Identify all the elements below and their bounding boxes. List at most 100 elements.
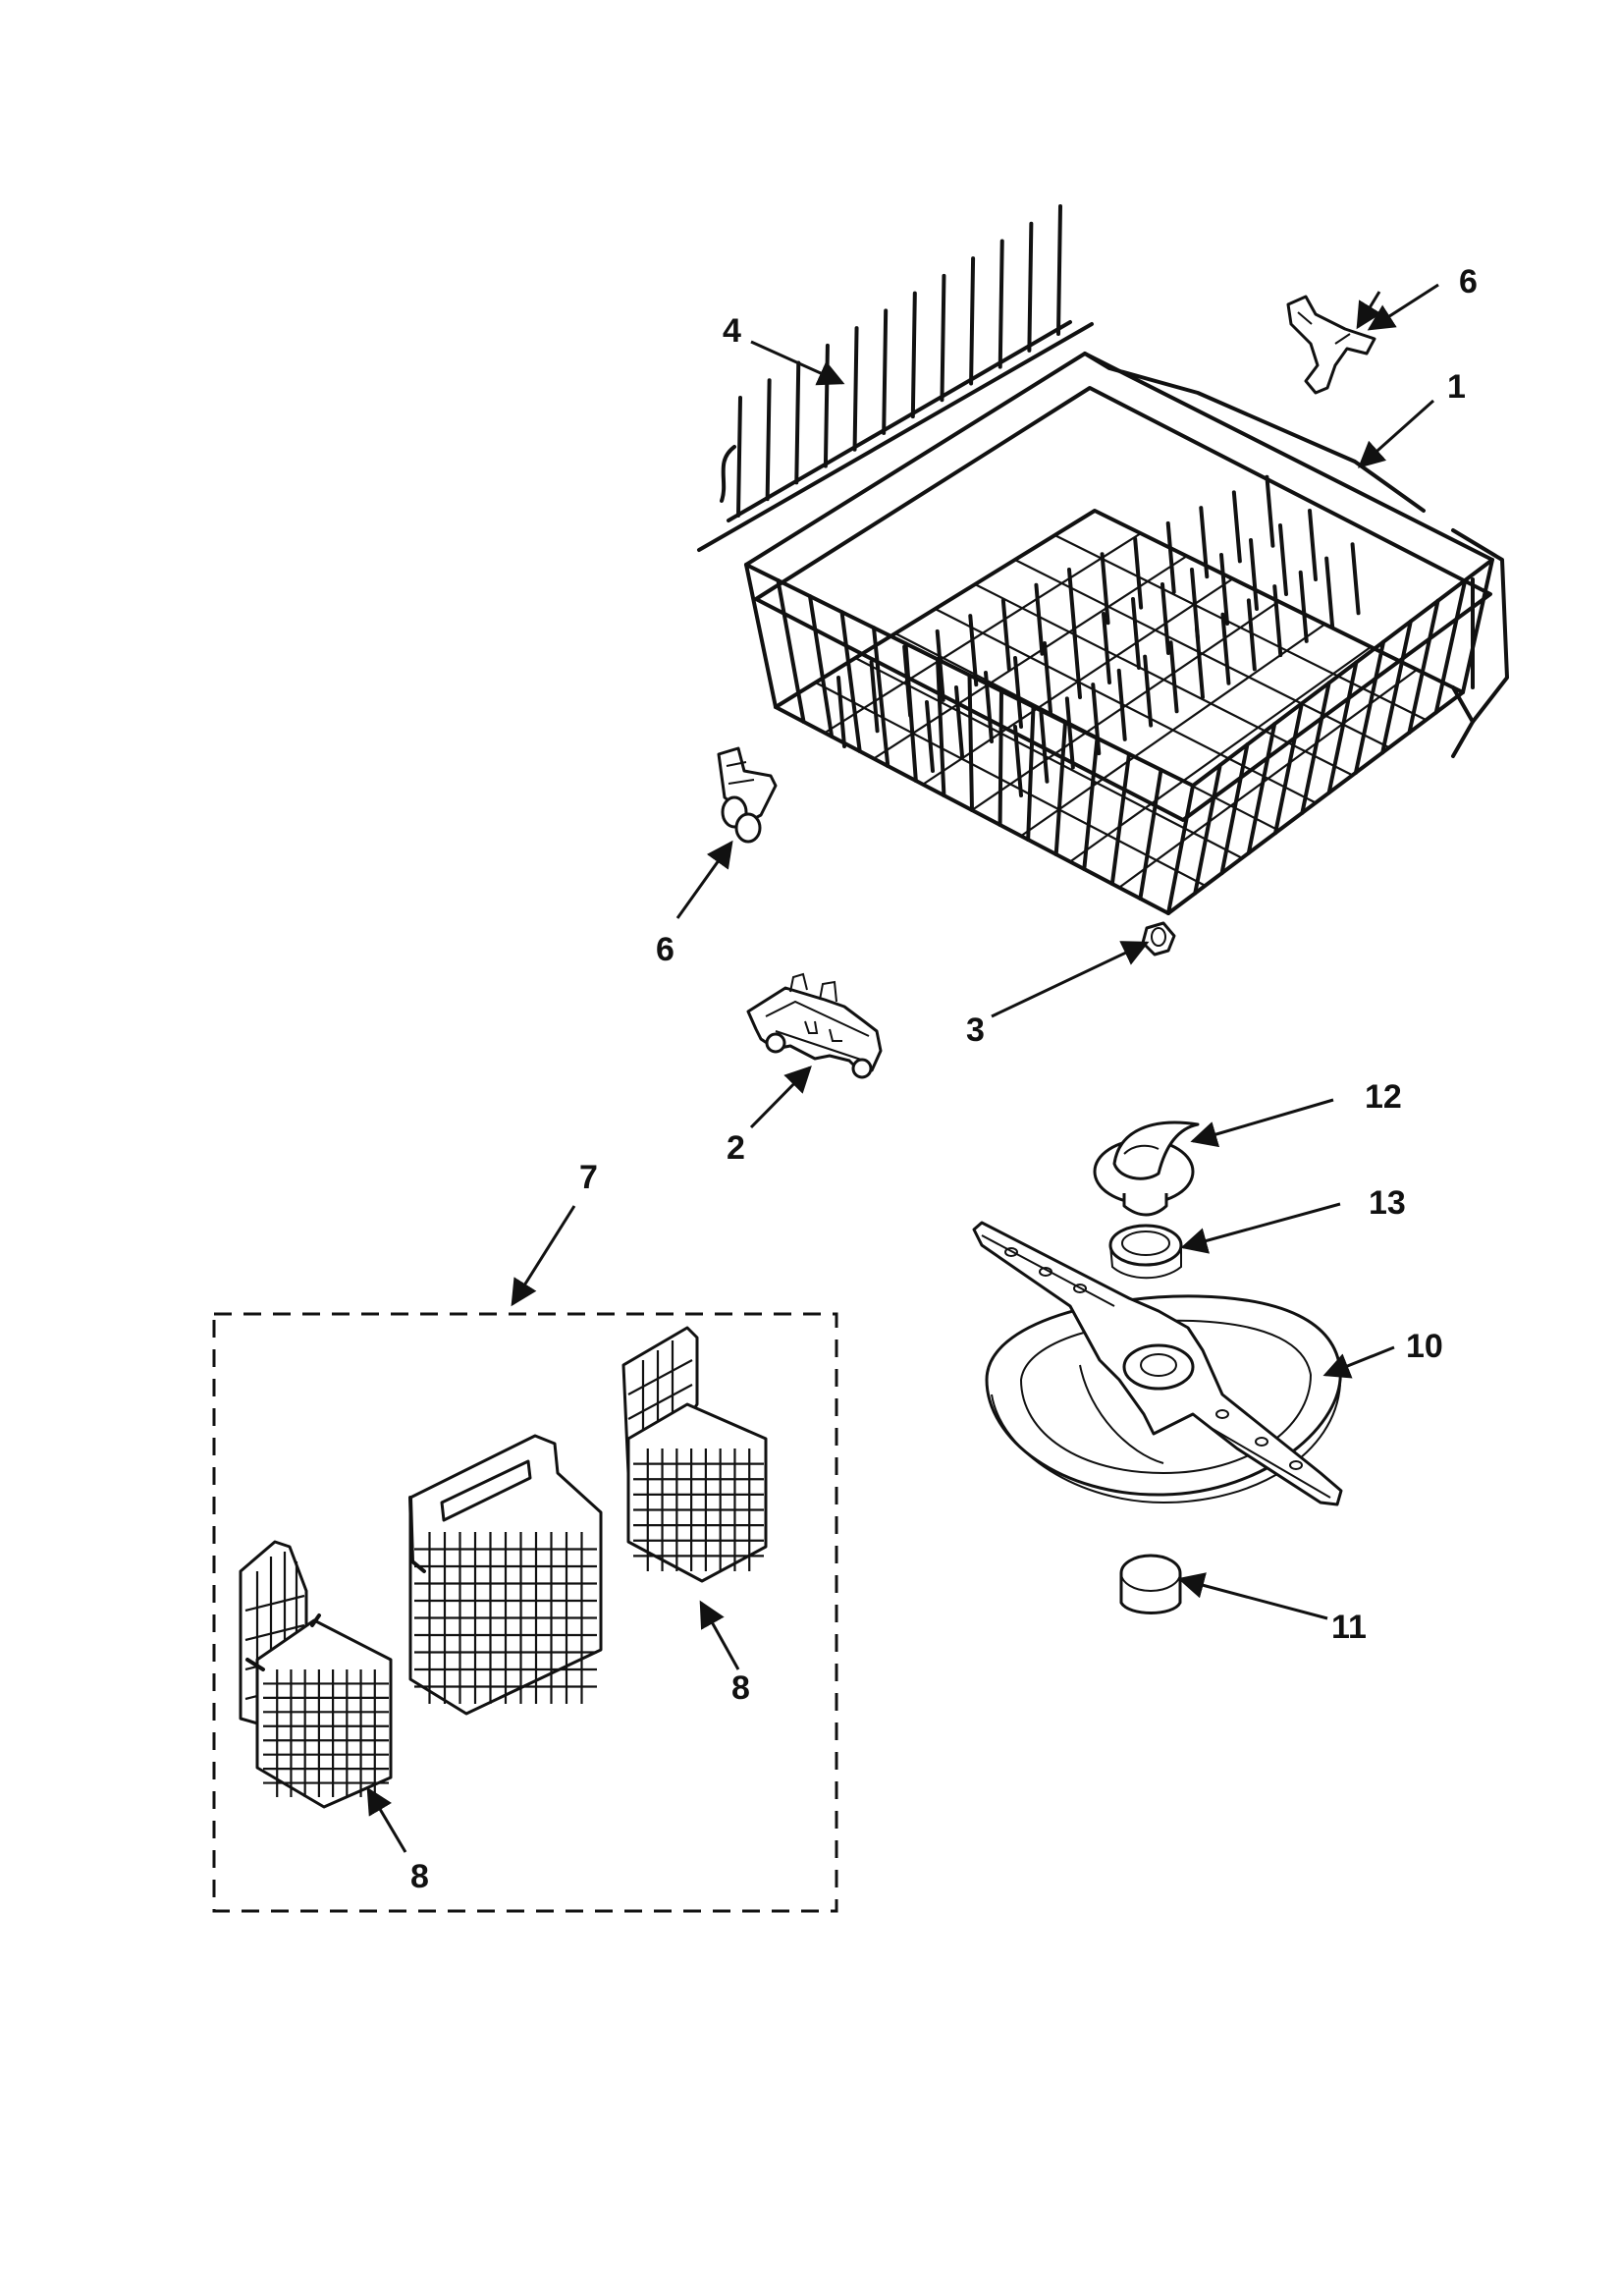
wire <box>1278 523 1288 596</box>
wire <box>1020 623 1326 838</box>
wire <box>1353 639 1386 775</box>
leader-12 <box>1190 1098 1334 1148</box>
leader-5 <box>1367 283 1439 331</box>
wire <box>852 326 859 452</box>
spray-hole <box>1255 1437 1268 1447</box>
wire <box>922 577 1234 786</box>
callout-10: 10 <box>1406 1328 1443 1365</box>
wire <box>836 676 846 748</box>
wire <box>1195 627 1205 699</box>
basket-right <box>621 1326 768 1583</box>
wire <box>1300 681 1331 815</box>
wire <box>969 256 976 386</box>
leader-11 <box>1177 1572 1328 1620</box>
wire <box>1272 584 1283 658</box>
rack-stop-icon <box>1286 295 1376 395</box>
wire <box>869 660 880 734</box>
wire <box>1026 704 1036 842</box>
wire <box>1265 474 1275 548</box>
spray-hole <box>1289 1460 1303 1470</box>
leader-4 <box>750 340 845 386</box>
wire <box>1326 660 1359 795</box>
wire <box>1027 221 1034 353</box>
wire <box>1138 767 1163 901</box>
seal-icon <box>1108 1224 1183 1280</box>
wire <box>1231 490 1242 564</box>
wire <box>736 396 742 518</box>
leader-6 <box>675 840 733 919</box>
wire <box>1246 722 1277 855</box>
leader-lines <box>366 283 1439 1853</box>
leader-2 <box>749 1066 812 1129</box>
callout-4: 4 <box>723 312 741 350</box>
wire <box>998 688 1003 827</box>
wire <box>1118 668 1418 889</box>
wire <box>940 273 946 403</box>
wire <box>1246 598 1257 672</box>
callout-5: 6 <box>1459 263 1478 301</box>
wire <box>839 610 862 753</box>
leader-1 <box>1357 399 1434 468</box>
leader-5a <box>1356 291 1382 330</box>
wire <box>1220 612 1231 685</box>
wire <box>998 239 1004 369</box>
wire <box>1324 556 1335 629</box>
callout-1: 1 <box>1447 368 1466 406</box>
cap-icon <box>1093 1121 1200 1217</box>
wire <box>1069 645 1372 863</box>
wire <box>1380 619 1413 755</box>
wire <box>1064 696 1075 770</box>
callout-2: 2 <box>727 1129 745 1167</box>
wire <box>1034 582 1045 656</box>
dishrack-icon <box>744 352 1509 915</box>
wire <box>882 308 889 435</box>
wire <box>808 594 835 738</box>
wire <box>936 657 946 797</box>
wire <box>1053 720 1067 856</box>
wire <box>1133 536 1144 610</box>
wire <box>1102 612 1111 684</box>
wire <box>873 555 1188 760</box>
callout-12: 12 <box>1365 1078 1402 1116</box>
tine-row-icon <box>697 204 1094 552</box>
wire <box>1072 627 1082 699</box>
wheel-mount-icon <box>746 972 883 1079</box>
silverware-basket-icon <box>212 1312 838 1913</box>
wire <box>824 532 1142 735</box>
wire <box>984 671 994 743</box>
wire <box>1165 520 1176 594</box>
wire <box>1082 736 1100 871</box>
wire <box>1219 553 1229 626</box>
leader-13 <box>1180 1202 1341 1254</box>
spray-hole <box>1073 1284 1087 1293</box>
wire <box>1100 552 1110 626</box>
wire <box>1013 725 1023 797</box>
wire <box>1433 577 1468 715</box>
leader-7 <box>511 1205 576 1307</box>
wire <box>971 600 1280 811</box>
callout-8b: 8 <box>731 1669 750 1707</box>
leader-3 <box>991 941 1150 1018</box>
wire <box>1160 582 1170 655</box>
callout-11: 11 <box>1331 1609 1367 1646</box>
leader-8b <box>699 1600 740 1670</box>
wire <box>1407 598 1440 735</box>
wheel-icon <box>1141 921 1176 957</box>
callout-8a: 8 <box>410 1858 429 1895</box>
wire <box>1249 538 1259 611</box>
wire <box>1013 656 1023 729</box>
wire <box>1091 683 1102 756</box>
wire <box>1308 509 1318 581</box>
wire <box>1298 570 1309 643</box>
wire <box>1273 701 1304 836</box>
spray-hole <box>1004 1247 1018 1257</box>
wire <box>935 629 945 702</box>
adjuster-icon <box>717 746 778 844</box>
basket-left <box>239 1540 393 1809</box>
basket-middle <box>408 1434 603 1716</box>
callout-3: 3 <box>966 1011 985 1049</box>
wire <box>1000 598 1011 672</box>
spray-arm-icon <box>972 1221 1343 1506</box>
wire <box>1350 542 1361 616</box>
